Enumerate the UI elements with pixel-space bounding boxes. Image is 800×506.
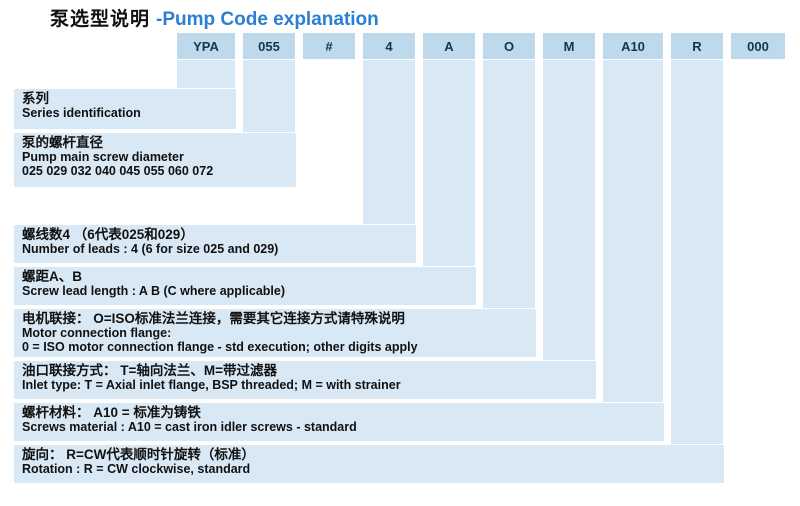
page-title-en: -Pump Code explanation bbox=[156, 9, 379, 30]
code-box-label: A bbox=[444, 38, 454, 54]
band-label-en-2: 025 029 032 040 045 055 060 072 bbox=[22, 164, 214, 179]
connector-stem-pump-main-screw-diameter bbox=[242, 60, 296, 132]
connector-stem-number-of-leads bbox=[362, 60, 416, 224]
band-label-en-2: 0 = ISO motor connection flange - std ex… bbox=[22, 340, 418, 355]
band-label-en: Number of leads : 4 (6 for size 025 and … bbox=[22, 242, 279, 257]
code-box-055: 055 bbox=[242, 32, 296, 60]
code-box-label: A10 bbox=[621, 38, 645, 54]
code-box-m: M bbox=[542, 32, 596, 60]
band-label-en: Rotation : R = CW clockwise, standard bbox=[22, 462, 251, 477]
code-box-4: 4 bbox=[362, 32, 416, 60]
band-screws-material bbox=[14, 402, 664, 442]
code-box-r: R bbox=[670, 32, 724, 60]
code-box-label: M bbox=[563, 38, 575, 54]
band-label-cn: 油口联接方式： T=轴向法兰、M=带过滤器 bbox=[22, 363, 278, 378]
code-box-a10: A10 bbox=[602, 32, 664, 60]
band-label-en: Screw lead length : A B (C where applica… bbox=[22, 284, 286, 299]
band-label-en: Inlet type: T = Axial inlet flange, BSP … bbox=[22, 378, 401, 393]
band-label-cn: 螺杆材料： A10 = 标准为铸铁 bbox=[22, 405, 201, 420]
connector-stem-screw-lead-length bbox=[422, 60, 476, 266]
connector-stem-series-identification bbox=[176, 60, 236, 88]
connector-stem-screws-material bbox=[602, 60, 664, 402]
band-label-cn: 旋向： R=CW代表顺时针旋转（标准） bbox=[22, 447, 255, 462]
band-pump-main-screw-diameter bbox=[14, 132, 296, 188]
connector-stem-motor-connection-flange bbox=[482, 60, 536, 308]
band-label-cn: 螺距A、B bbox=[22, 269, 82, 284]
band-label-en: Motor connection flange: bbox=[22, 326, 172, 341]
page-title-cn: 泵选型说明 bbox=[50, 9, 151, 30]
code-box-label: YPA bbox=[193, 38, 219, 54]
code-boxes-row: YPA 055 #4 A O M A10 R 000 bbox=[14, 32, 786, 60]
band-motor-connection-flange bbox=[14, 308, 536, 358]
band-label-en: Series identification bbox=[22, 106, 141, 121]
band-text-number-of-leads: 螺线数4 （6代表025和029）Number of leads : 4 (6 … bbox=[22, 227, 278, 256]
band-series-identification bbox=[14, 88, 236, 130]
page-title: 泵选型说明 -Pump Code explanation bbox=[50, 4, 379, 31]
band-screw-lead-length bbox=[14, 266, 476, 306]
band-label-cn: 系列 bbox=[22, 91, 49, 106]
band-rotation bbox=[14, 444, 724, 484]
band-label-en: Pump main screw diameter bbox=[22, 150, 184, 165]
code-box-ypa: YPA bbox=[176, 32, 236, 60]
band-label-cn: 泵的螺杆直径 bbox=[22, 135, 103, 150]
band-text-rotation: 旋向： R=CW代表顺时针旋转（标准）Rotation : R = CW clo… bbox=[22, 447, 255, 476]
connector-stem-inlet-type bbox=[542, 60, 596, 360]
band-inlet-type bbox=[14, 360, 596, 400]
band-label-cn: 螺线数4 （6代表025和029） bbox=[22, 227, 194, 242]
code-box-label: O bbox=[503, 38, 515, 54]
code-box-label: 4 bbox=[385, 38, 393, 54]
code-box-label: R bbox=[692, 38, 702, 54]
code-box-o: O bbox=[482, 32, 536, 60]
connector-stem-rotation bbox=[670, 60, 724, 444]
code-box-000: 000 bbox=[730, 32, 786, 60]
band-number-of-leads bbox=[14, 224, 416, 264]
code-box-label: 055 bbox=[258, 38, 280, 54]
code-box-label: # bbox=[325, 38, 333, 54]
code-box-a: A bbox=[422, 32, 476, 60]
band-label-en: Screws material : A10 = cast iron idler … bbox=[22, 420, 357, 435]
code-box-label: 000 bbox=[747, 38, 769, 54]
band-label-cn: 电机联接： O=ISO标准法兰连接，需要其它连接方式请特殊说明 bbox=[22, 311, 405, 326]
code-box-: # bbox=[302, 32, 356, 60]
